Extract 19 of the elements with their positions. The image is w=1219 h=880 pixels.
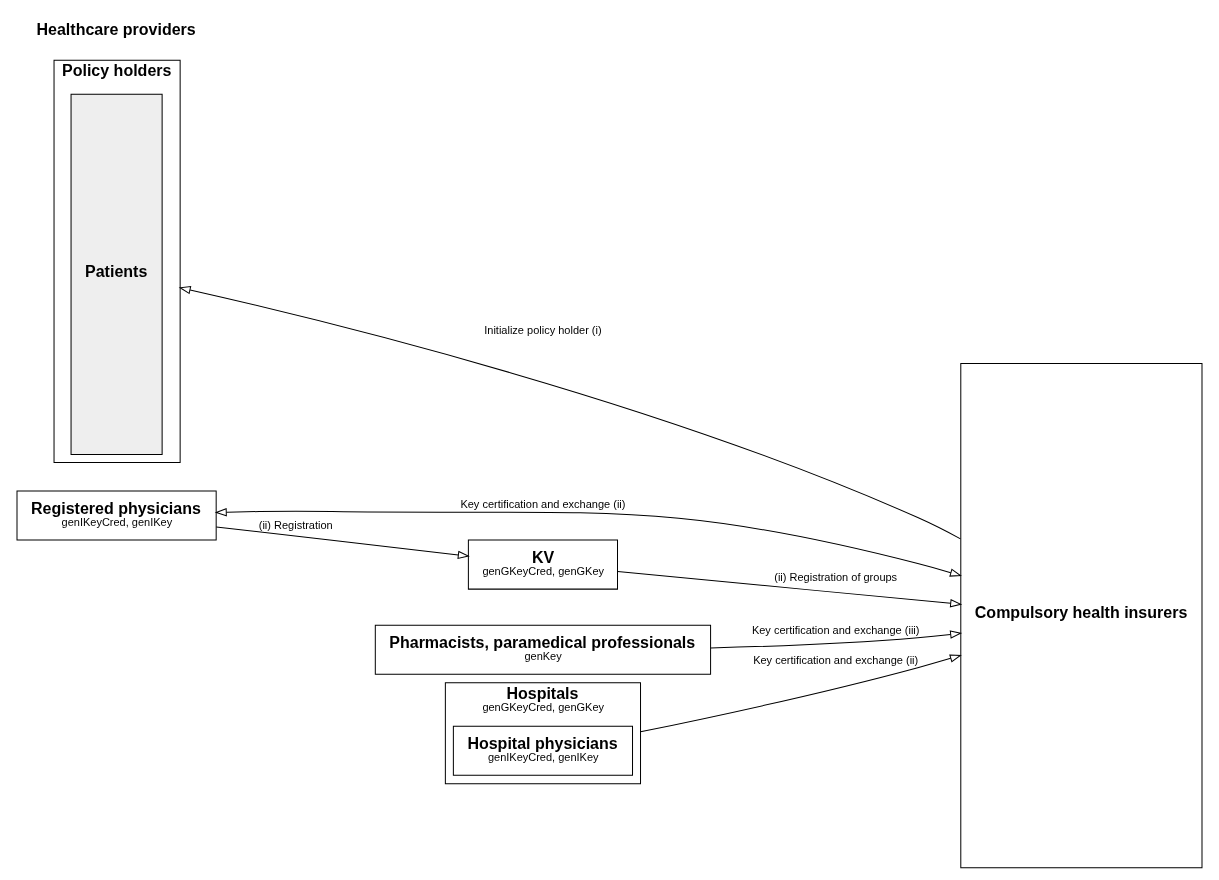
node-box: Hospital physicians genIKeyCred, genIKey	[452, 725, 633, 776]
label: Healthcare providers	[36, 20, 196, 38]
edge-label: Key certification and exchange (ii)	[460, 498, 626, 511]
edge-label: (ii) Registration of groups	[774, 571, 898, 584]
arrow	[710, 630, 962, 649]
node-box: Registered physicians genIKeyCred, genIKey	[16, 490, 217, 541]
node-box: Pharmacists, paramedical professionals genKey	[374, 624, 712, 675]
arrow	[215, 526, 469, 559]
arrow	[640, 654, 961, 733]
arrow	[179, 286, 961, 540]
arrow	[215, 508, 961, 577]
node-box: KV genGKeyCred, genGKey	[467, 539, 618, 590]
node-box: Patients	[70, 93, 163, 455]
node-box: Compulsory health insurers	[960, 362, 1203, 869]
edge-label: (ii) Registration	[258, 519, 333, 532]
edge-label: Key certification and exchange (ii)	[753, 654, 919, 667]
edge-label: Initialize policy holder (i)	[484, 324, 602, 337]
edge-label: Key certification and exchange (iii)	[751, 624, 920, 637]
arrow	[617, 571, 962, 608]
